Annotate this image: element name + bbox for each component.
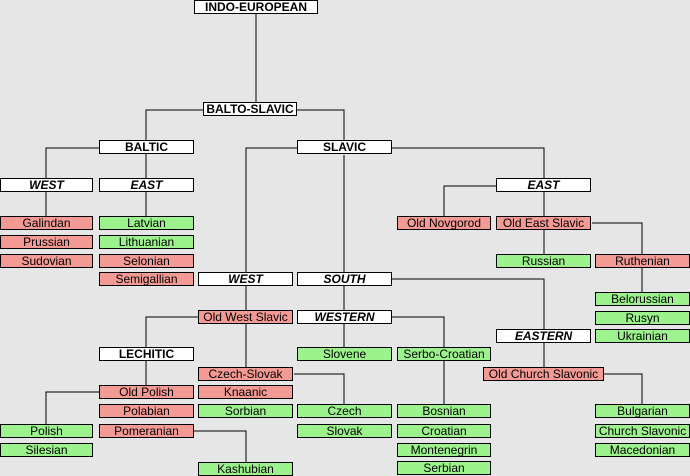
node-south-slavic: SOUTH bbox=[297, 272, 392, 286]
node-pomeranian: Pomeranian bbox=[99, 424, 194, 438]
node-baltic: BALTIC bbox=[99, 140, 194, 154]
node-lechitic: LECHITIC bbox=[99, 347, 194, 361]
edge-old-west-slavic-lechitic bbox=[145, 316, 198, 347]
node-old-novgorod: Old Novgorod bbox=[397, 216, 491, 230]
node-old-west-slavic: Old West Slavic bbox=[198, 310, 293, 324]
node-east-slavic: EAST bbox=[496, 178, 591, 192]
node-slovene: Slovene bbox=[297, 347, 392, 361]
node-slavic: SLAVIC bbox=[297, 140, 392, 154]
edge-south-eastern bbox=[392, 278, 545, 329]
edge-western-serbo-croatian bbox=[392, 316, 445, 347]
node-latvian: Latvian bbox=[99, 216, 194, 230]
node-galindan: Galindan bbox=[0, 216, 93, 230]
node-sorbian: Sorbian bbox=[198, 404, 293, 418]
node-polabian: Polabian bbox=[99, 404, 194, 418]
node-sudovian: Sudovian bbox=[0, 254, 93, 268]
node-old-east-slavic: Old East Slavic bbox=[496, 216, 591, 230]
node-prussian: Prussian bbox=[0, 235, 93, 249]
node-western: WESTERN bbox=[297, 310, 392, 324]
node-czech: Czech bbox=[297, 404, 392, 418]
node-montenegrin: Montenegrin bbox=[397, 443, 491, 457]
node-west-slavic: WEST bbox=[198, 272, 293, 286]
node-serbian: Serbian bbox=[397, 461, 491, 475]
node-belorussian: Belorussian bbox=[595, 292, 690, 306]
node-rusyn: Rusyn bbox=[595, 311, 690, 325]
node-church-slavonic: Church Slavonic bbox=[595, 424, 690, 438]
node-russian: Russian bbox=[496, 254, 591, 268]
node-bosnian: Bosnian bbox=[397, 404, 491, 418]
node-polish: Polish bbox=[0, 424, 93, 438]
node-kashubian: Kashubian bbox=[198, 462, 293, 476]
edge-east-slavic-split bbox=[443, 185, 496, 216]
node-bulgarian: Bulgarian bbox=[595, 404, 690, 418]
node-ukrainian: Ukrainian bbox=[595, 329, 690, 343]
node-west-baltic: WEST bbox=[0, 178, 93, 192]
node-eastern: EASTERN bbox=[496, 329, 591, 343]
edge-czech-slovak-split bbox=[294, 373, 345, 404]
node-old-polish: Old Polish bbox=[99, 385, 194, 399]
node-balto-slavic: BALTO-SLAVIC bbox=[203, 102, 297, 116]
node-selonian: Selonian bbox=[99, 254, 194, 268]
node-czech-slovak: Czech-Slovak bbox=[198, 367, 293, 381]
node-slovak: Slovak bbox=[297, 424, 392, 438]
node-macedonian: Macedonian bbox=[595, 443, 690, 457]
edge-baltic-split bbox=[45, 147, 147, 178]
edge-old-polish-polish bbox=[45, 391, 99, 424]
edge-slavic-west bbox=[245, 147, 298, 272]
node-silesian: Silesian bbox=[0, 443, 93, 457]
node-indo-european: INDO-EUROPEAN bbox=[194, 0, 318, 14]
edge-ocs-children bbox=[604, 373, 643, 404]
node-knaanic: Knaanic bbox=[198, 385, 293, 399]
edge-pomeranian-kashubian bbox=[194, 430, 247, 462]
node-serbo-croatian: Serbo-Croatian bbox=[397, 347, 491, 361]
edge-slavic-east bbox=[391, 147, 545, 178]
node-old-church-slavonic: Old Church Slavonic bbox=[483, 367, 604, 381]
node-semigallian: Semigallian bbox=[99, 272, 194, 286]
node-croatian: Croatian bbox=[397, 424, 491, 438]
node-east-baltic: EAST bbox=[99, 178, 194, 192]
node-lithuanian: Lithuanian bbox=[99, 235, 194, 249]
node-ruthenian: Ruthenian bbox=[595, 254, 690, 268]
edge-old-east-slavic-ruthenian bbox=[592, 222, 643, 254]
